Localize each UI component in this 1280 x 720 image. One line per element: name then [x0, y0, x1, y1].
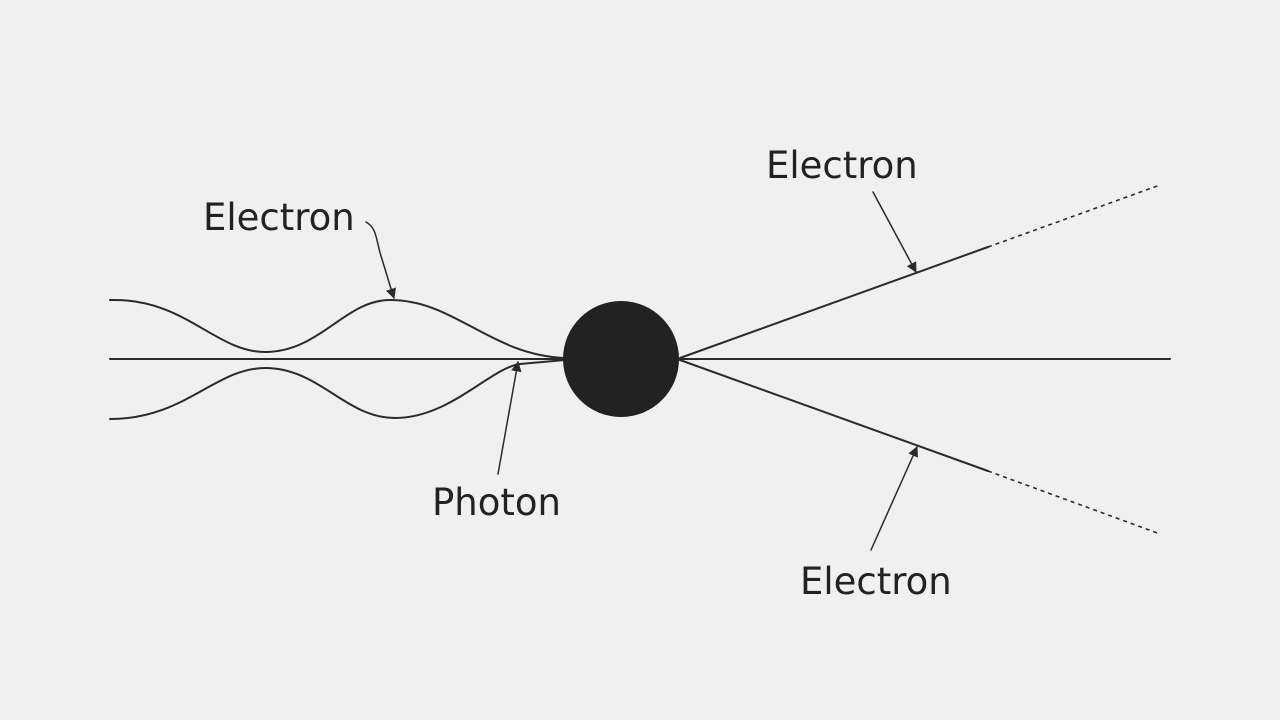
incoming-electron-wave-lower	[109, 359, 566, 420]
outgoing-electron-lower-line	[679, 359, 989, 472]
electron-left-label: Electron	[203, 196, 355, 239]
outgoing-electron-upper-dashed	[987, 184, 1161, 248]
photon-label: Photon	[432, 481, 561, 524]
incoming-electron-wave-upper	[109, 298, 566, 359]
nucleus-circle	[563, 301, 679, 417]
electron-bottom-right-label: Electron	[800, 560, 952, 603]
electron-left-pointer	[365, 221, 396, 299]
outgoing-electron-upper-line	[679, 246, 989, 359]
electron-top-right-label: Electron	[766, 144, 918, 187]
electron-bottom-right-pointer	[870, 446, 918, 551]
electron-top-right-pointer	[872, 191, 917, 273]
outgoing-electron-lower-dashed	[987, 470, 1161, 535]
photon-pointer	[497, 360, 522, 475]
